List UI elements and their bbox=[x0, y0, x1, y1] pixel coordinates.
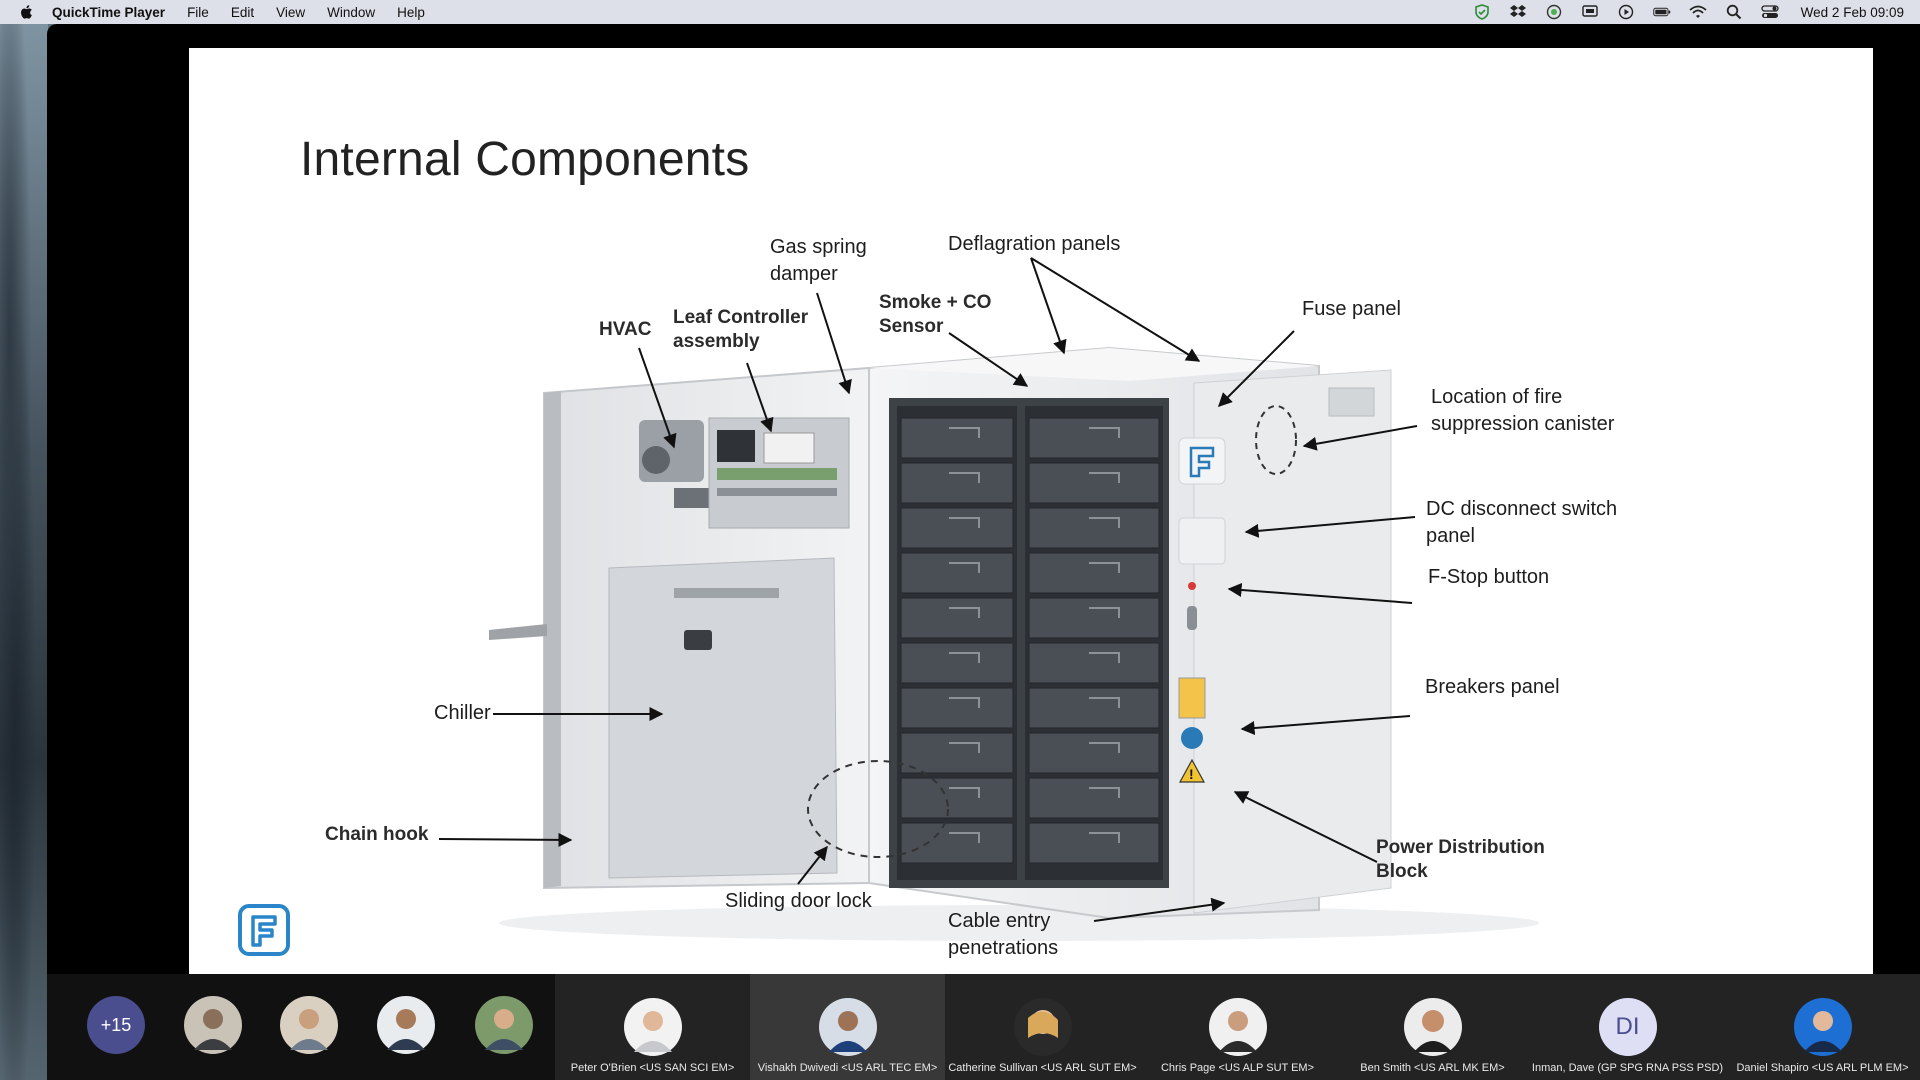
callout-fire-suppression: Location of fire suppression canister bbox=[1431, 386, 1615, 435]
callout-smoke-sensor: Smoke + CO Sensor bbox=[879, 292, 992, 337]
callout-leaf-controller: Leaf Controller assembly bbox=[673, 307, 809, 352]
presentation-slide: Internal Components bbox=[189, 48, 1873, 998]
shield-icon[interactable] bbox=[1473, 4, 1491, 20]
menu-view[interactable]: View bbox=[276, 4, 306, 20]
participant-name: Daniel Shapiro <US ARL PLM EM> bbox=[1736, 1062, 1909, 1074]
participant-tile[interactable]: Daniel Shapiro <US ARL PLM EM> bbox=[1725, 974, 1920, 1080]
participant-name: Chris Page <US ALP SUT EM> bbox=[1160, 1062, 1315, 1074]
participant-avatar bbox=[1403, 998, 1462, 1056]
participant-tile[interactable]: Peter O'Brien <US SAN SCI EM> bbox=[555, 974, 750, 1080]
participants-strip: +15 Peter O'Brien <US SAN SCI EM> Vishak… bbox=[47, 974, 1920, 1080]
brand-logo-icon bbox=[238, 904, 290, 956]
participant-name: Ben Smith <US ARL MK EM> bbox=[1360, 1062, 1505, 1074]
menu-window[interactable]: Window bbox=[327, 4, 376, 20]
battery-cabinet-diagram: ! bbox=[438, 257, 1539, 941]
svg-text:!: ! bbox=[1189, 766, 1194, 782]
participant-avatar-initials: DI bbox=[1598, 998, 1657, 1056]
wifi-icon[interactable] bbox=[1689, 4, 1707, 20]
callout-hvac: HVAC bbox=[599, 319, 652, 340]
participant-name: Vishakh Dwivedi <US ARL TEC EM> bbox=[757, 1062, 938, 1074]
participant-tile[interactable]: Catherine Sullivan <US ARL SUT EM> bbox=[945, 974, 1140, 1080]
callout-cable-entry: Cable entry penetrations bbox=[948, 910, 1059, 959]
callout-sliding-door-lock: Sliding door lock bbox=[725, 890, 872, 912]
callout-fstop: F-Stop button bbox=[1428, 566, 1550, 588]
app-menu[interactable]: QuickTime Player bbox=[52, 4, 166, 20]
battery-icon[interactable] bbox=[1652, 4, 1671, 20]
callout-power-distribution: Power Distribution Block bbox=[1376, 837, 1545, 882]
participant-tile-active[interactable]: Vishakh Dwivedi <US ARL TEC EM> bbox=[750, 974, 945, 1080]
menu-bar: QuickTime Player File Edit View Window H… bbox=[0, 0, 1920, 24]
slide-title: Internal Components bbox=[300, 133, 750, 186]
participant-avatar bbox=[1793, 998, 1852, 1056]
display-icon[interactable] bbox=[1581, 4, 1599, 20]
callout-chain-hook: Chain hook bbox=[325, 824, 429, 845]
callout-chiller: Chiller bbox=[434, 702, 491, 724]
participant-avatar[interactable] bbox=[280, 996, 338, 1054]
participant-tile[interactable]: Chris Page <US ALP SUT EM> bbox=[1140, 974, 1335, 1080]
participant-avatar[interactable] bbox=[184, 996, 242, 1054]
participant-tile[interactable]: Ben Smith <US ARL MK EM> bbox=[1335, 974, 1530, 1080]
menu-file[interactable]: File bbox=[187, 4, 209, 20]
participant-avatar bbox=[1013, 998, 1072, 1056]
quicktime-window: Internal Components bbox=[47, 24, 1920, 1080]
sync-icon[interactable] bbox=[1545, 4, 1563, 20]
participant-name: Catherine Sullivan <US ARL SUT EM> bbox=[948, 1062, 1137, 1074]
play-icon[interactable] bbox=[1617, 4, 1635, 20]
participant-name: Inman, Dave (GP SPG RNA PSS PSD) bbox=[1531, 1062, 1724, 1074]
apple-icon[interactable] bbox=[18, 3, 36, 21]
control-center-icon[interactable] bbox=[1761, 4, 1779, 20]
participant-name: Peter O'Brien <US SAN SCI EM> bbox=[570, 1062, 735, 1074]
more-participants-button[interactable]: +15 bbox=[87, 996, 145, 1054]
search-icon[interactable] bbox=[1725, 4, 1743, 20]
callout-breakers: Breakers panel bbox=[1425, 676, 1560, 698]
callout-gas-spring: Gas spring damper bbox=[770, 236, 867, 285]
dropbox-icon[interactable] bbox=[1509, 4, 1527, 20]
menu-help[interactable]: Help bbox=[397, 4, 425, 20]
callout-deflagration: Deflagration panels bbox=[948, 233, 1121, 255]
callout-dc-disconnect: DC disconnect switch panel bbox=[1426, 498, 1618, 547]
participant-avatar bbox=[1208, 998, 1267, 1056]
participant-avatar[interactable] bbox=[377, 996, 435, 1054]
participant-tile[interactable]: DI Inman, Dave (GP SPG RNA PSS PSD) bbox=[1530, 974, 1725, 1080]
menubar-clock[interactable]: Wed 2 Feb 09:09 bbox=[1800, 4, 1904, 20]
desktop-background bbox=[0, 24, 48, 1080]
participant-avatar bbox=[623, 998, 682, 1056]
participant-avatar bbox=[818, 998, 877, 1056]
menu-edit[interactable]: Edit bbox=[230, 4, 255, 20]
participant-avatar[interactable] bbox=[475, 996, 533, 1054]
callout-fuse-panel: Fuse panel bbox=[1302, 298, 1401, 320]
